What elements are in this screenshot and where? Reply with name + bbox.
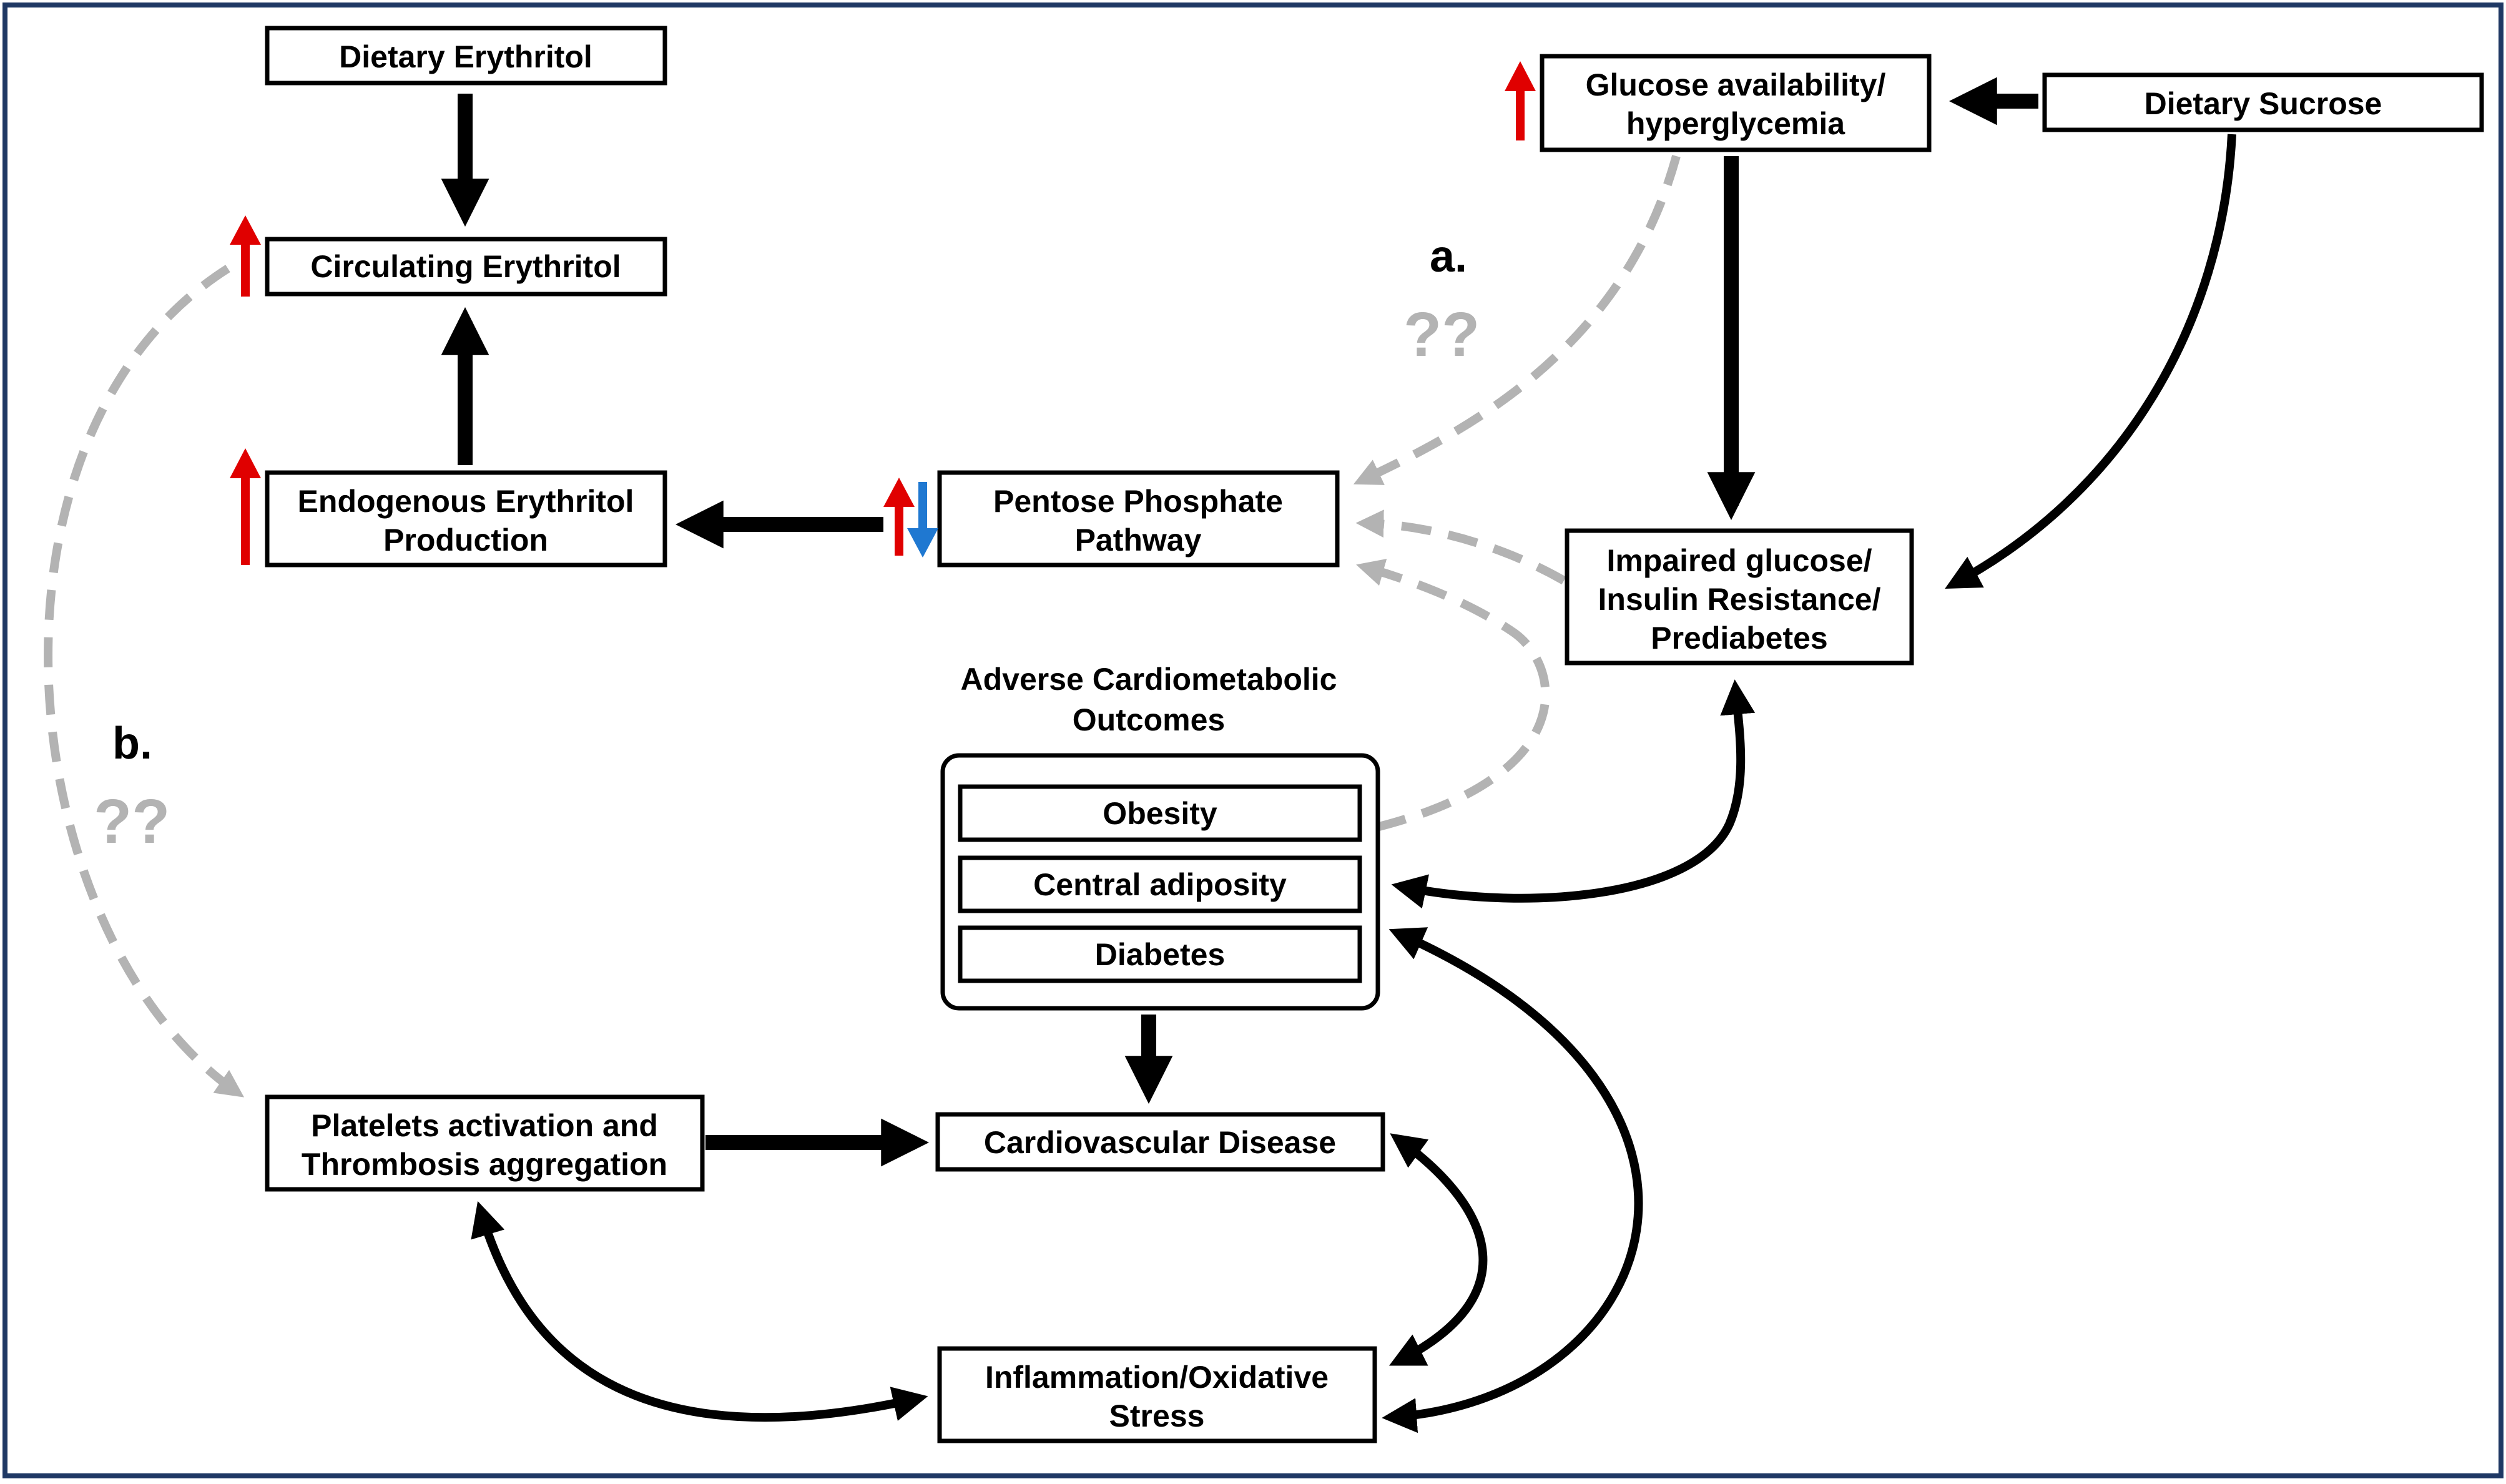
box-impaired-glucose: Impaired glucose/ Insulin Resistance/ Pr… xyxy=(1565,528,1914,666)
box-circulating-erythritol: Circulating Erythritol xyxy=(265,237,667,297)
box-label-line: Pentose Phosphate xyxy=(993,484,1283,519)
dashed-arrow-impaired-to-pentose xyxy=(1355,509,1566,585)
dashed-arrow-glucose-to-pentose xyxy=(1353,155,1681,485)
outcomes-heading-line-1: Adverse Cardiometabolic xyxy=(961,662,1337,697)
arrow-outcomes-inflammation-bidirectional xyxy=(1382,927,1643,1433)
svg-text:Pathway: Pathway xyxy=(1075,523,1202,558)
svg-text:Production: Production xyxy=(383,523,548,558)
box-label-line: hyperglycemia xyxy=(1626,106,1845,141)
box-pentose-phosphate-pathway: Pentose Phosphate Pathway xyxy=(937,470,1340,568)
svg-text:Glucose availability/: Glucose availability/ xyxy=(1586,67,1886,102)
box-label-line: Prediabetes xyxy=(1651,621,1827,656)
svg-text:Impaired glucose/: Impaired glucose/ xyxy=(1606,543,1872,578)
box-platelets-activation: Platelets activation and Thrombosis aggr… xyxy=(265,1094,705,1192)
increase-decrease-icon xyxy=(883,478,938,558)
svg-text:Dietary Erythritol: Dietary Erythritol xyxy=(339,39,592,74)
annotation-b-label: b. xyxy=(112,719,152,769)
box-dietary-sucrose: Dietary Sucrose xyxy=(2042,72,2484,132)
svg-text:Thrombosis aggregation: Thrombosis aggregation xyxy=(302,1147,667,1182)
svg-text:Prediabetes: Prediabetes xyxy=(1651,621,1827,656)
box-label-line: Production xyxy=(383,523,548,558)
box-label-line: Insulin Resistance/ xyxy=(1598,582,1881,617)
svg-text:Circulating Erythritol: Circulating Erythritol xyxy=(310,249,621,284)
box-label-line: Circulating Erythritol xyxy=(310,249,621,284)
svg-text:Dietary Sucrose: Dietary Sucrose xyxy=(2145,86,2382,121)
increase-icon xyxy=(230,448,261,565)
annotation-b-question: ?? xyxy=(94,787,170,857)
box-cardiovascular-disease: Cardiovascular Disease xyxy=(935,1112,1385,1172)
svg-text:Cardiovascular Disease: Cardiovascular Disease xyxy=(984,1125,1336,1160)
outcome-item-diabetes: Diabetes xyxy=(958,925,1362,983)
svg-text:Platelets activation and: Platelets activation and xyxy=(311,1108,658,1143)
outcome-item-central-adiposity: Central adiposity xyxy=(958,855,1362,913)
box-glucose-availability: Glucose availability/ hyperglycemia xyxy=(1540,54,1932,152)
svg-text:Pentose Phosphate: Pentose Phosphate xyxy=(993,484,1283,519)
dashed-arrow-circulating-to-platelets xyxy=(44,265,245,1098)
annotation-a-label: a. xyxy=(1430,232,1467,282)
box-label-line: Inflammation/Oxidative xyxy=(985,1360,1329,1395)
svg-text:Insulin Resistance/: Insulin Resistance/ xyxy=(1598,582,1881,617)
outcome-item-label: Diabetes xyxy=(1095,937,1225,972)
outcome-item-label: Central adiposity xyxy=(1033,867,1287,902)
box-inflammation-oxidative-stress: Inflammation/Oxidative Stress xyxy=(937,1346,1377,1443)
box-label-line: Impaired glucose/ xyxy=(1606,543,1872,578)
outcome-item-label: Obesity xyxy=(1103,796,1217,831)
box-label-line: Stress xyxy=(1109,1398,1205,1433)
increase-icon xyxy=(230,215,261,297)
arrow-cvd-inflammation-bidirectional xyxy=(1388,1133,1488,1366)
arrow-platelets-inflammation-bidirectional xyxy=(471,1201,928,1422)
arrow-sucrose-to-impaired xyxy=(1945,134,2236,589)
box-label-line: Glucose availability/ xyxy=(1586,67,1886,102)
svg-text:Endogenous Erythritol: Endogenous Erythritol xyxy=(298,484,634,519)
outcome-item-obesity: Obesity xyxy=(958,784,1362,842)
svg-text:hyperglycemia: hyperglycemia xyxy=(1626,106,1845,141)
increase-icon xyxy=(1505,61,1536,140)
box-adverse-outcomes: Obesity Central adiposity Diabetes xyxy=(940,753,1380,1011)
box-label-line: Thrombosis aggregation xyxy=(302,1147,667,1182)
box-dietary-erythritol: Dietary Erythritol xyxy=(265,26,667,86)
box-endogenous-production: Endogenous Erythritol Production xyxy=(265,470,667,568)
dashed-arrow-obesity-to-pentose xyxy=(1356,559,1550,832)
svg-text:Stress: Stress xyxy=(1109,1398,1205,1433)
outcomes-heading-line-2: Outcomes xyxy=(1073,702,1226,737)
svg-text:Inflammation/Oxidative: Inflammation/Oxidative xyxy=(985,1360,1329,1395)
box-label-line: Cardiovascular Disease xyxy=(984,1125,1336,1160)
box-label-line: Dietary Sucrose xyxy=(2145,86,2382,121)
box-label-line: Pathway xyxy=(1075,523,1202,558)
annotation-a-question: ?? xyxy=(1403,300,1480,370)
box-label-line: Endogenous Erythritol xyxy=(298,484,634,519)
arrow-outcomes-impaired-bidirectional xyxy=(1391,679,1756,909)
box-label-line: Platelets activation and xyxy=(311,1108,658,1143)
box-label-line: Dietary Erythritol xyxy=(339,39,592,74)
